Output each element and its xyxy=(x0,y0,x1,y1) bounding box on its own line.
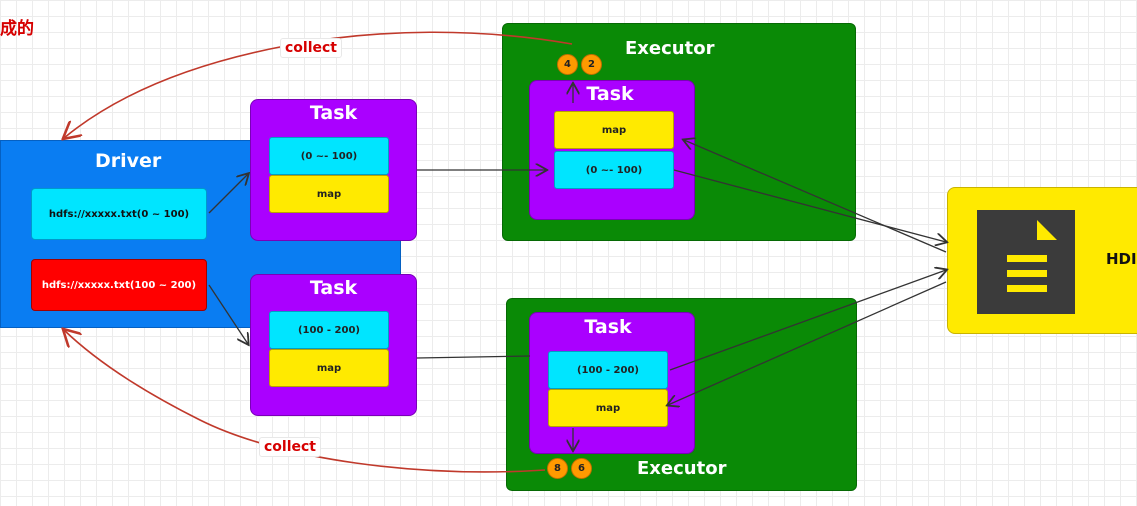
task-2-map: map xyxy=(269,349,389,387)
executor-2-map: map xyxy=(548,389,668,427)
executor-1-task-title: Task xyxy=(586,83,634,105)
task-1-range: (0 ~- 100) xyxy=(269,137,389,175)
task-2-title: Task xyxy=(309,277,358,299)
task-1-title: Task xyxy=(309,102,358,124)
document-icon xyxy=(977,210,1075,314)
executor-2-title: Executor xyxy=(637,458,727,479)
file-split-1: hdfs://xxxxx.txt(0 ~ 100) xyxy=(31,188,207,240)
result-badge-8: 8 xyxy=(547,458,568,479)
result-badge-6: 6 xyxy=(571,458,592,479)
executor-2-task-title: Task xyxy=(584,316,632,338)
collect-label-top: collect xyxy=(280,38,343,58)
hdfs-label: HDI xyxy=(1106,250,1137,268)
driver-title: Driver xyxy=(95,150,162,172)
collect-label-bottom: collect xyxy=(259,437,322,457)
executor-1-title: Executor xyxy=(625,38,715,59)
task-2-range: (100 - 200) xyxy=(269,311,389,349)
executor-1-range: (0 ~- 100) xyxy=(554,151,674,189)
file-split-2: hdfs://xxxxx.txt(100 ~ 200) xyxy=(31,259,207,311)
result-badge-4: 4 xyxy=(557,54,578,75)
executor-1-task-box xyxy=(529,80,695,220)
result-badge-2: 2 xyxy=(581,54,602,75)
page-title-fragment: 成的 xyxy=(0,19,34,39)
executor-1-map: map xyxy=(554,111,674,149)
executor-2-range: (100 - 200) xyxy=(548,351,668,389)
task-1-map: map xyxy=(269,175,389,213)
